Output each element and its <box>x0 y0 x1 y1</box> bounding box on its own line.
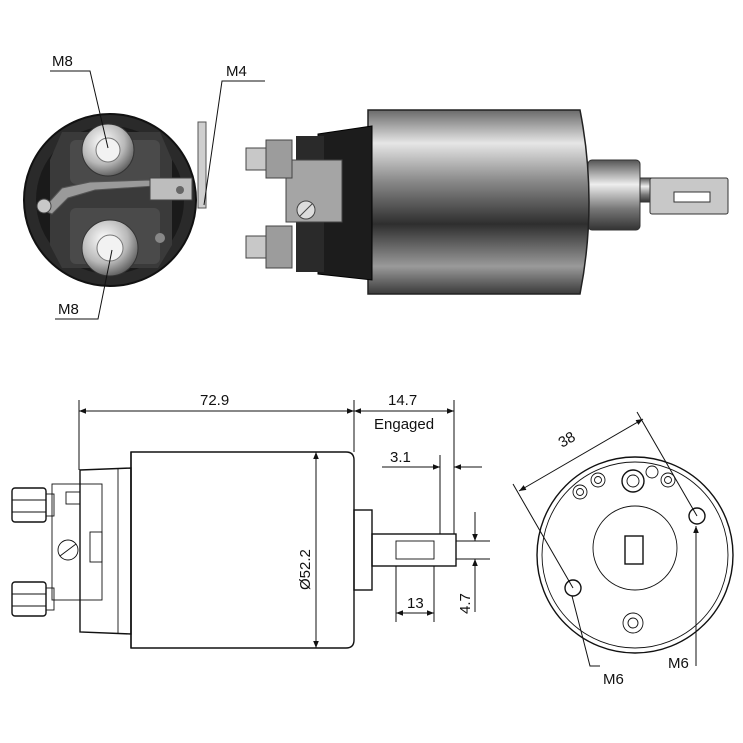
side-view-dimensions <box>78 400 490 648</box>
photo-end-view <box>23 113 207 287</box>
end-view-drawing <box>536 456 734 654</box>
dim-offset: 3.1 <box>390 449 411 466</box>
dim-stroke-note: Engaged <box>374 416 434 433</box>
dim-spacing: 38 <box>556 428 579 451</box>
dim-stroke: 14.7 <box>388 392 417 409</box>
end-view-dimensions <box>512 411 699 667</box>
label-m8-top: M8 <box>52 53 73 70</box>
side-view-drawing <box>11 451 457 649</box>
dim-length: 72.9 <box>200 392 229 409</box>
dim-diameter: Ø52.2 <box>297 549 314 590</box>
dim-plunger-length: 13 <box>407 595 424 612</box>
label-m8-bottom: M8 <box>58 301 79 318</box>
dim-plunger-width: 4.7 <box>457 593 474 614</box>
photo-side-view <box>245 109 729 295</box>
label-hole-right: M6 <box>668 655 689 672</box>
label-m4: M4 <box>226 63 247 80</box>
label-hole-left: M6 <box>603 671 624 688</box>
photo-leaders <box>50 70 265 320</box>
